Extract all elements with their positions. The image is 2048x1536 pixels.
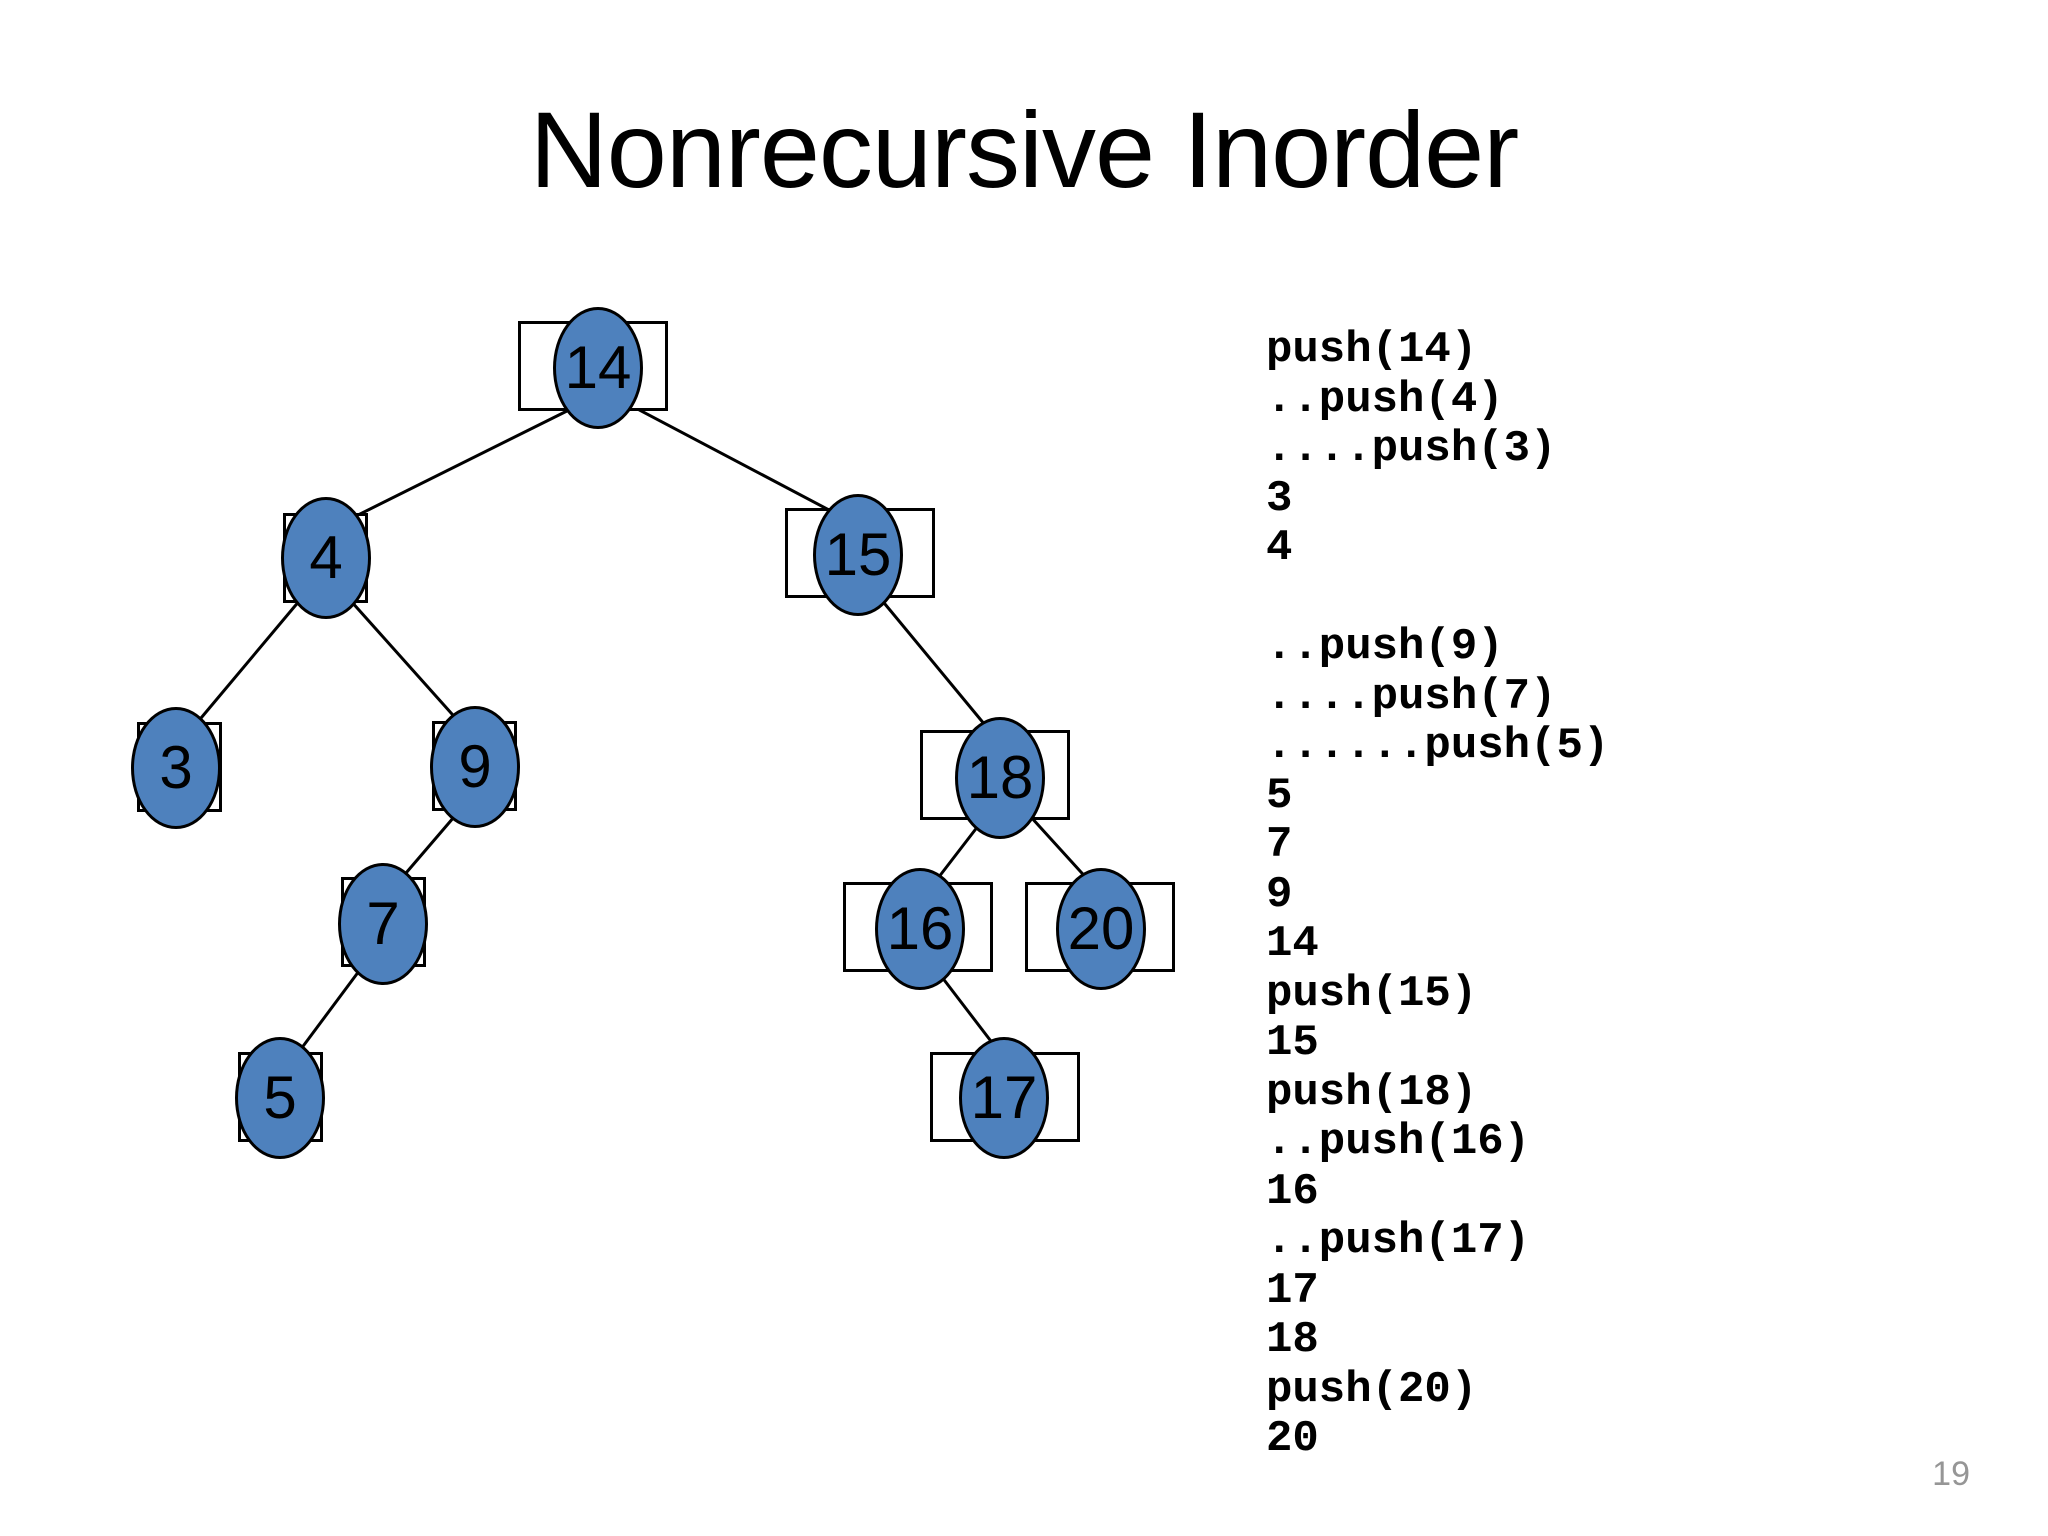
tree-edge-n7-n5 <box>296 962 367 1054</box>
page-title: Nonrecursive Inorder <box>529 89 1519 210</box>
tree-edge-n18-n20 <box>1028 814 1092 884</box>
trace-line: ......push(5) <box>1266 721 1610 771</box>
tree-edge-n9-n7 <box>398 809 462 881</box>
tree-node-ellipse-4: 4 <box>281 497 371 619</box>
tree-node-ellipse-16: 16 <box>875 868 965 990</box>
trace-line: 17 <box>1266 1265 1319 1316</box>
tree-node-value-4: 4 <box>309 524 343 591</box>
tree-node-ellipse-17: 17 <box>959 1037 1049 1159</box>
tree-node-ellipse-5: 5 <box>235 1037 325 1159</box>
trace-line: ..push(9) <box>1266 622 1504 672</box>
tree-node-value-3: 3 <box>159 734 193 801</box>
tree-node-value-7: 7 <box>366 890 400 957</box>
tree-edge-n15-n18 <box>878 597 992 732</box>
tree-node-value-5: 5 <box>263 1064 297 1131</box>
trace-line <box>1266 574 1986 624</box>
tree-edge-n4-n3 <box>194 599 302 725</box>
tree-node-value-9: 9 <box>458 733 492 800</box>
tree-node-ellipse-15: 15 <box>813 494 903 616</box>
tree-edge-n4-n9 <box>348 599 462 724</box>
tree-node-ellipse-14: 14 <box>553 307 643 429</box>
trace-line: ..push(17) <box>1266 1216 1531 1266</box>
tree-node-value-15: 15 <box>824 521 892 588</box>
trace-line: 7 <box>1266 820 1293 870</box>
trace-line: push(15) <box>1266 968 1478 1019</box>
tree-node-value-17: 17 <box>970 1064 1038 1131</box>
trace-line: 4 <box>1266 523 1293 573</box>
tree-node-value-14: 14 <box>564 334 632 401</box>
tree-node-ellipse-20: 20 <box>1056 868 1146 990</box>
trace-line: ....push(7) <box>1266 671 1557 722</box>
trace-line: 20 <box>1266 1414 1319 1464</box>
trace-line: push(14) <box>1266 325 1478 375</box>
tree-node-ellipse-18: 18 <box>955 717 1045 839</box>
tree-edge-n14-n4 <box>339 405 576 526</box>
trace-line: 9 <box>1266 869 1293 920</box>
page-number: 19 <box>1932 1455 1970 1493</box>
trace-line: 15 <box>1266 1018 1319 1068</box>
tree-node-ellipse-7: 7 <box>338 863 428 985</box>
tree-node-value-18: 18 <box>966 744 1034 811</box>
tree-node-value-20: 20 <box>1067 895 1135 962</box>
tree-edge-n16-n17 <box>933 967 1002 1054</box>
trace-line: push(20) <box>1266 1364 1478 1415</box>
trace-line: 3 <box>1266 473 1293 524</box>
trace-line: ..push(16) <box>1266 1117 1531 1167</box>
trace-line: ....push(3) <box>1266 424 1557 474</box>
trace-line: 16 <box>1266 1166 1319 1217</box>
tree-node-ellipse-3: 3 <box>131 707 221 829</box>
trace-line: 5 <box>1266 770 1293 821</box>
tree-node-value-16: 16 <box>886 895 954 962</box>
trace-line: ..push(4) <box>1266 374 1504 425</box>
tree-node-ellipse-9: 9 <box>430 706 520 828</box>
trace-line: push(18) <box>1266 1067 1478 1118</box>
binary-tree-diagram: 1414441515339918187716162020551717 <box>131 307 1175 1159</box>
trace-line: 14 <box>1266 919 1319 969</box>
tree-edge-n14-n15 <box>629 403 849 522</box>
trace-line: 18 <box>1266 1315 1319 1365</box>
